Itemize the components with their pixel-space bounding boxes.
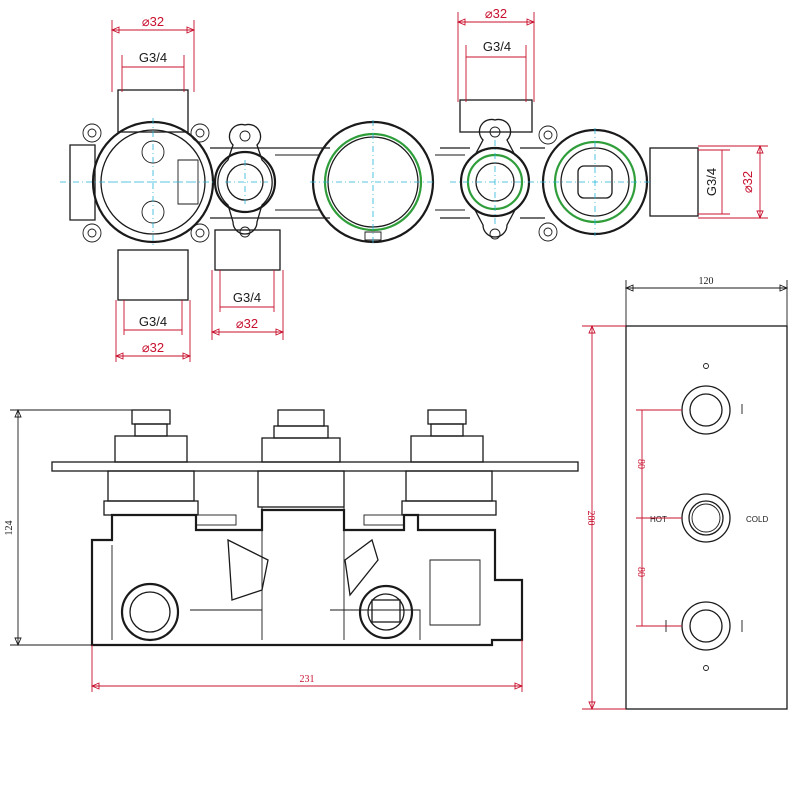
dim-right-side-outer: ⌀32	[740, 171, 755, 193]
left-top-pipe	[117, 89, 189, 133]
dim-left-bottom-outer: ⌀32	[142, 340, 164, 355]
centerlines	[60, 118, 650, 246]
dim-right-side-thread: G3/4	[704, 168, 719, 196]
front-cover-plate	[625, 325, 788, 710]
dim-side-width: 231	[300, 674, 315, 685]
port-4-flange	[460, 118, 530, 238]
cold-label: COLD	[746, 515, 768, 524]
side-view	[51, 409, 579, 647]
dim-right-top-outer: ⌀32	[485, 6, 507, 21]
left-mount-tab	[69, 144, 96, 221]
right-top-pipe	[459, 99, 533, 133]
port-2-ring	[213, 150, 277, 214]
dim-mid-bottom-thread: G3/4	[233, 290, 261, 305]
dim-left-top-thread: G3/4	[139, 50, 167, 65]
dim-right-top-thread: G3/4	[483, 39, 511, 54]
top-view	[60, 89, 699, 301]
upper-knob	[681, 385, 731, 435]
plate-view: HOT COLD	[625, 325, 788, 710]
dim-plate-height: 280	[585, 511, 596, 526]
dim-side-height: 124	[4, 521, 15, 536]
side-cover-plate	[51, 461, 579, 472]
side-left-port	[120, 582, 180, 642]
side-mid-port	[358, 584, 414, 640]
top-view-dimensions: ⌀32 G3/4 ⌀32 G3/4 G3/4 ⌀32 G3/4 ⌀32 G3/4…	[110, 6, 768, 362]
port-2-flange	[217, 123, 273, 235]
dim-left-top-outer: ⌀32	[142, 14, 164, 29]
hot-label: HOT	[650, 515, 667, 524]
dim-plate-spacing-upper: 80	[635, 459, 646, 469]
dim-plate-spacing-lower: 80	[635, 567, 646, 577]
dim-mid-bottom-outer: ⌀32	[236, 316, 258, 331]
right-side-pipe	[649, 147, 699, 217]
plate-view-dimensions: 120 280 80 80	[582, 276, 789, 711]
side-view-dimensions: 124 231	[4, 408, 524, 692]
dim-left-bottom-thread: G3/4	[139, 314, 167, 329]
lower-knob	[681, 601, 731, 651]
dim-plate-width: 120	[699, 276, 714, 287]
left-bottom-pipe	[117, 249, 189, 301]
